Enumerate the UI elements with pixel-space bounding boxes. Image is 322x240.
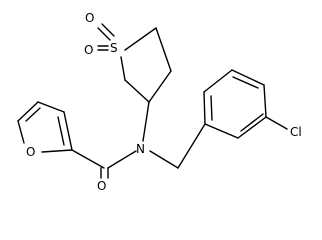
- bond-ofur-c5f: [17, 120, 25, 144]
- bond-s-c2: [124, 27, 157, 51]
- bond-ch2-c1b: [177, 123, 206, 169]
- bond-c2b-c3b-inner: [240, 113, 264, 132]
- atom-o-left: O: [84, 43, 93, 57]
- bond-c1b-c2b: [204, 123, 239, 139]
- bond-n-ccarb: [107, 150, 137, 169]
- bond-c5b-c6b: [203, 69, 233, 93]
- bond-c6b-c1b-inner: [210, 95, 213, 121]
- atom-n: N: [136, 142, 145, 156]
- bond-c5f-c4f: [17, 101, 39, 122]
- bond-c2b-c3b: [237, 116, 267, 139]
- bond-c3-c4: [148, 70, 172, 103]
- bond-n-ch2: [149, 150, 179, 169]
- bond-c4b-c5b: [231, 69, 265, 86]
- molecule-diagram: O O S O N O Cl: [17, 11, 302, 193]
- bond-c3b-cl: [265, 116, 288, 130]
- bond-c3f-c2f-inner: [57, 116, 65, 146]
- bond-ccarb-c2f: [71, 149, 105, 169]
- bond-c4b-c5b-inner: [232, 76, 259, 89]
- bond-c3b-c4b: [263, 84, 267, 118]
- bond-c2-c3: [155, 27, 172, 72]
- bond-s-o1-a: [101, 23, 115, 37]
- bond-c3f-c2f: [63, 111, 73, 151]
- bond-c4-c5: [124, 79, 150, 103]
- bond-c4f-c3f: [37, 101, 65, 113]
- bond-c4-n: [142, 101, 150, 142]
- atom-o-furan: O: [26, 145, 35, 159]
- bond-c5f-c4f-inner: [25, 107, 41, 122]
- structure-canvas: O O S O N O Cl: [17, 11, 302, 193]
- atom-s: S: [110, 41, 118, 55]
- atom-o-upper: O: [85, 11, 94, 25]
- bond-s-o1-b: [97, 27, 111, 41]
- bond-c5-s: [120, 56, 126, 81]
- bond-c6b-c1b: [203, 91, 206, 125]
- atom-cl: Cl: [290, 125, 302, 139]
- atom-o-carbonyl: O: [97, 179, 106, 193]
- bond-c2f-ofur: [41, 149, 73, 153]
